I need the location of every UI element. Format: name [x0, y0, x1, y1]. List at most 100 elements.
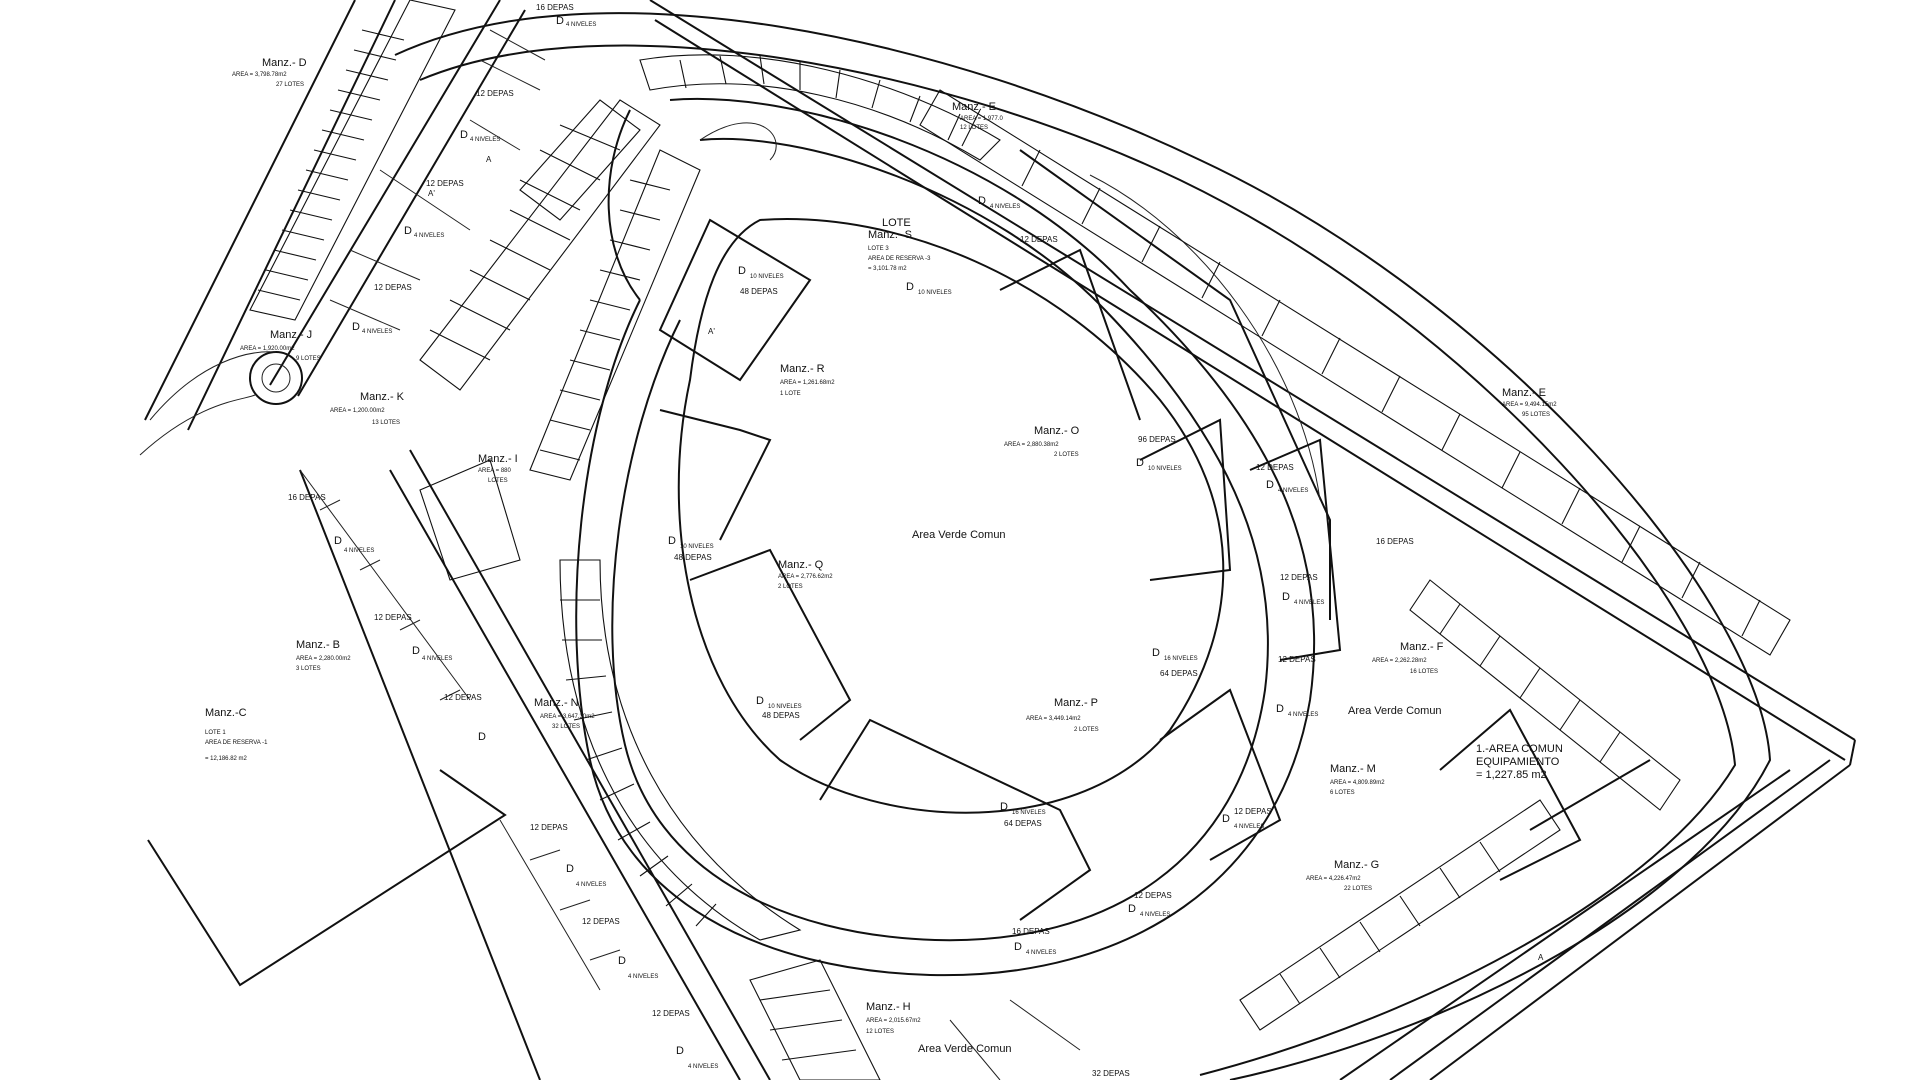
depas-label: 12 DEPAS	[374, 283, 412, 292]
block-g-area: AREA = 4,226.47m2	[1306, 876, 1361, 882]
block-m-lots: 6 LOTES	[1330, 790, 1355, 796]
depas-label: 12 DEPAS	[426, 179, 464, 188]
block-m-area: AREA = 4,809.89m2	[1330, 780, 1385, 786]
d-symbol: D	[668, 535, 676, 547]
block-c-area: LOTE 1	[205, 730, 226, 736]
niveles-label: 4 NIVELES	[422, 656, 452, 662]
niveles-label: 10 NIVELES	[750, 274, 784, 280]
d-symbol: D	[566, 863, 574, 875]
block-p-area: AREA = 3,449.14m2	[1026, 716, 1081, 722]
depas-label: 32 DEPAS	[1092, 1069, 1130, 1078]
block-j-label: Manz.- J AREA = 1,920.00m2 9 LOTES	[240, 329, 321, 362]
d-symbol: D	[412, 645, 420, 657]
d-symbol: D	[676, 1045, 684, 1057]
d-symbol: D	[738, 265, 746, 277]
niveles-label: 4 NIVELES	[1234, 824, 1264, 830]
d-symbol: D	[478, 731, 486, 743]
depas-label: 48 DEPAS	[762, 711, 800, 720]
depas-label: 12 DEPAS	[1256, 463, 1294, 472]
niveles-label: 4 NIVELES	[688, 1064, 718, 1070]
block-q-area: AREA = 2,776.62m2	[778, 574, 833, 580]
block-m-label: Manz.- M AREA = 4,809.89m2 6 LOTES	[1330, 763, 1385, 796]
block-e-name: Manz.- E	[1502, 387, 1546, 399]
block-labels: Manz.- D AREA = 3,798.78m2 27 LOTES Manz…	[205, 57, 1557, 1035]
block-h-name: Manz.- H	[866, 1001, 911, 1013]
d-symbol: D	[1222, 813, 1230, 825]
block-r-area: AREA = 1,261.68m2	[780, 380, 835, 386]
depas-label: 16 DEPAS	[536, 3, 574, 12]
depas-label: 12 DEPAS	[476, 89, 514, 98]
area-equip-line3: = 1,227.85 m2	[1476, 769, 1547, 781]
niveles-label: 10 NIVELES	[918, 290, 952, 296]
block-c-label: Manz.-C LOTE 1 AREA DE RESERVA -1 = 12,1…	[205, 707, 268, 762]
depas-label: 16 DEPAS	[1376, 537, 1414, 546]
d-symbol: D	[556, 15, 564, 27]
niveles-label: 10 NIVELES	[680, 544, 714, 550]
block-q-label: Manz.- Q AREA = 2,776.62m2 2 LOTES	[778, 559, 833, 590]
depas-label: 12 DEPAS	[444, 693, 482, 702]
block-g-name: Manz.- G	[1334, 859, 1379, 871]
block-s-label: LOTE Manz.- S LOTE 3 AREA DE RESERVA -3 …	[868, 217, 931, 272]
niveles-label: 4 NIVELES	[414, 233, 444, 239]
block-f-name: Manz.- F	[1400, 641, 1444, 653]
block-outlines	[299, 29, 1651, 1080]
block-i-lots: LOTES	[488, 478, 508, 484]
block-k-area: AREA = 1,200.00m2	[330, 408, 385, 414]
block-f-lots: 16 LOTES	[1410, 669, 1438, 675]
d-symbol: D	[1266, 479, 1274, 491]
block-c-lots: AREA DE RESERVA -1	[205, 740, 268, 746]
block-k-label: Manz.- K AREA = 1,200.00m2 13 LOTES	[330, 391, 405, 426]
block-b-name: Manz.- B	[296, 639, 340, 651]
block-j-name: Manz.- J	[270, 329, 312, 341]
block-f-label: Manz.- F AREA = 2,262.28m2 16 LOTES	[1372, 641, 1444, 675]
niveles-label: 4 NIVELES	[1140, 912, 1170, 918]
block-i-label: Manz.- I AREA = 880 LOTES	[478, 453, 518, 484]
block-b-lots: 3 LOTES	[296, 666, 321, 672]
area-equip-line1: 1.-AREA COMUN	[1476, 743, 1563, 755]
area-verde-right: Area Verde Comun	[1348, 705, 1442, 717]
d-symbol: D	[1152, 647, 1160, 659]
block-k-name: Manz.- K	[360, 391, 405, 403]
block-n-lots: 32 LOTES	[552, 724, 580, 730]
block-i-name: Manz.- I	[478, 453, 518, 465]
block-i-area: AREA = 880	[478, 468, 512, 474]
block-d-lots: 27 LOTES	[276, 82, 304, 88]
depas-label: 12 DEPAS	[1134, 891, 1172, 900]
depas-label: 48 DEPAS	[740, 287, 778, 296]
niveles-label: 4 NIVELES	[628, 974, 658, 980]
d-symbol: D	[334, 535, 342, 547]
block-q-name: Manz.- Q	[778, 559, 824, 571]
block-e-top-lots: 12 LOTES	[960, 125, 988, 131]
lot-strips	[249, 0, 1791, 1080]
site-boundary	[139, 0, 1856, 1080]
depas-label: 12 DEPAS	[1020, 235, 1058, 244]
section-mark: A'	[708, 327, 715, 336]
block-r-label: Manz.- R AREA = 1,261.68m2 1 LOTE	[780, 363, 835, 397]
block-s-pre: LOTE	[882, 217, 911, 229]
niveles-label: 4 NIVELES	[566, 22, 596, 28]
block-f-area: AREA = 2,262.28m2	[1372, 658, 1427, 664]
block-e-top-label: Manz.- E AREA = 1,977.0 12 LOTES	[952, 101, 1004, 131]
block-n-area: AREA = 3,647.30m2	[540, 714, 595, 720]
d-symbol: D	[1282, 591, 1290, 603]
building-annotations: 16 DEPAS D 4 NIVELES 12 DEPAS D 4 NIVELE…	[288, 3, 1544, 1078]
niveles-label: 4 NIVELES	[576, 882, 606, 888]
d-symbol: D	[1128, 903, 1136, 915]
block-e-label: Manz.- E AREA = 9,494.15m2 95 LOTES	[1502, 387, 1557, 418]
d-symbol: D	[352, 321, 360, 333]
block-s-area: LOTE 3	[868, 246, 889, 252]
d-symbol: D	[404, 225, 412, 237]
area-equip-line2: EQUIPAMIENTO	[1476, 756, 1560, 768]
depas-label: 12 DEPAS	[1280, 573, 1318, 582]
niveles-label: 10 NIVELES	[768, 704, 802, 710]
d-symbol: D	[460, 129, 468, 141]
d-symbol: D	[618, 955, 626, 967]
block-r-lots: 1 LOTE	[780, 391, 801, 397]
block-r-name: Manz.- R	[780, 363, 825, 375]
d-symbol: D	[1276, 703, 1284, 715]
block-e-lots: 95 LOTES	[1522, 412, 1550, 418]
area-labels: Area Verde Comun Area Verde Comun Area V…	[912, 529, 1563, 1055]
block-j-lots: 9 LOTES	[296, 356, 321, 362]
block-o-name: Manz.- O	[1034, 425, 1080, 437]
